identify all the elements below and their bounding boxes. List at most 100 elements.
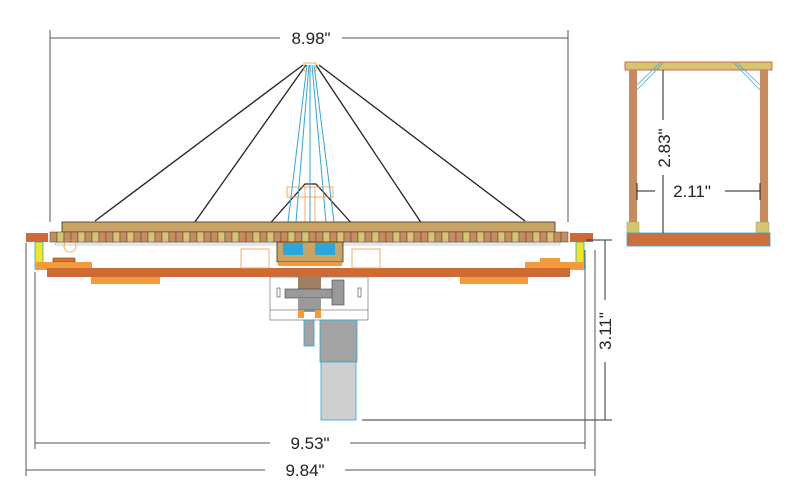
tile bbox=[154, 231, 163, 243]
tile bbox=[238, 231, 247, 243]
right-orange-plate bbox=[525, 262, 583, 270]
tile bbox=[287, 231, 296, 243]
tile bbox=[343, 231, 352, 243]
tile bbox=[105, 231, 114, 243]
tile bbox=[357, 231, 366, 243]
motor-upper bbox=[319, 319, 358, 363]
tile bbox=[77, 231, 86, 243]
tile bbox=[385, 231, 394, 243]
tile bbox=[525, 231, 534, 243]
tile bbox=[448, 231, 457, 243]
tile bbox=[224, 231, 233, 243]
tile bbox=[420, 231, 429, 243]
tile bbox=[203, 231, 212, 243]
left-wheel-icon bbox=[63, 239, 77, 253]
center-hub bbox=[240, 241, 381, 269]
tile bbox=[469, 231, 478, 243]
tile bbox=[399, 231, 408, 243]
tile bbox=[490, 231, 499, 243]
tile bbox=[392, 231, 401, 243]
tile bbox=[378, 231, 387, 243]
side-height-label: 2.83" bbox=[655, 128, 674, 167]
cyan-cables bbox=[287, 64, 335, 223]
tile bbox=[434, 231, 443, 243]
tile-row bbox=[49, 231, 569, 243]
tile bbox=[119, 231, 128, 243]
tile bbox=[266, 231, 275, 243]
tile bbox=[476, 231, 485, 243]
tile bbox=[336, 231, 345, 243]
tile bbox=[294, 231, 303, 243]
tile bbox=[539, 231, 548, 243]
tile bbox=[301, 231, 310, 243]
inner-width-label: 9.53" bbox=[290, 434, 329, 453]
gearbox bbox=[269, 276, 369, 321]
front-view: 8.98" bbox=[25, 29, 615, 480]
tile bbox=[133, 231, 142, 243]
tile bbox=[140, 231, 149, 243]
tile bbox=[168, 231, 177, 243]
tile bbox=[161, 231, 170, 243]
dimension-height bbox=[362, 239, 612, 421]
tile bbox=[231, 231, 240, 243]
overall-width-label: 9.84" bbox=[285, 461, 324, 480]
motor-lower bbox=[320, 361, 357, 421]
tile bbox=[147, 231, 156, 243]
tile bbox=[329, 231, 338, 243]
side-top-plank bbox=[624, 61, 773, 71]
tile bbox=[504, 231, 513, 243]
tile bbox=[483, 231, 492, 243]
tile bbox=[350, 231, 359, 243]
tile bbox=[49, 231, 58, 243]
shaft bbox=[303, 319, 315, 347]
tile bbox=[427, 231, 436, 243]
dimension-overall-width bbox=[25, 243, 596, 476]
top-width-label: 8.98" bbox=[291, 29, 330, 48]
side-base bbox=[626, 232, 771, 247]
tile bbox=[91, 231, 100, 243]
guide-rail bbox=[309, 242, 561, 246]
tile bbox=[441, 231, 450, 243]
tile bbox=[189, 231, 198, 243]
tile bbox=[259, 231, 268, 243]
side-right-block bbox=[755, 221, 770, 234]
tile bbox=[455, 231, 464, 243]
tile bbox=[112, 231, 121, 243]
tile bbox=[252, 231, 261, 243]
tile bbox=[560, 231, 569, 243]
left-orange-plate bbox=[35, 262, 92, 270]
base-bar bbox=[47, 268, 570, 277]
side-width-label: 2.11" bbox=[673, 182, 711, 201]
tile bbox=[322, 231, 331, 243]
side-left-block bbox=[626, 221, 640, 234]
tile bbox=[315, 231, 324, 243]
left-foot bbox=[52, 257, 76, 263]
tile bbox=[371, 231, 380, 243]
dimension-top-width bbox=[49, 30, 569, 222]
tile bbox=[210, 231, 219, 243]
tile bbox=[84, 231, 93, 243]
left-lower-plate bbox=[91, 277, 160, 284]
tile bbox=[245, 231, 254, 243]
side-right-post bbox=[760, 70, 768, 222]
guide-rail bbox=[54, 242, 311, 246]
dimension-inner-width bbox=[34, 250, 586, 449]
tile bbox=[56, 231, 65, 243]
right-lower-plate bbox=[460, 277, 528, 284]
side-braces bbox=[636, 62, 761, 91]
tile bbox=[175, 231, 184, 243]
tile bbox=[196, 231, 205, 243]
tile bbox=[406, 231, 415, 243]
tile bbox=[182, 231, 191, 243]
tile bbox=[364, 231, 373, 243]
tile bbox=[126, 231, 135, 243]
side-dimensions bbox=[636, 70, 761, 233]
side-view: 2.83" 2.11" bbox=[624, 61, 773, 247]
tile bbox=[546, 231, 555, 243]
tile bbox=[511, 231, 520, 243]
tile bbox=[497, 231, 506, 243]
tile bbox=[553, 231, 562, 243]
top-plank bbox=[61, 221, 556, 233]
tile bbox=[217, 231, 226, 243]
